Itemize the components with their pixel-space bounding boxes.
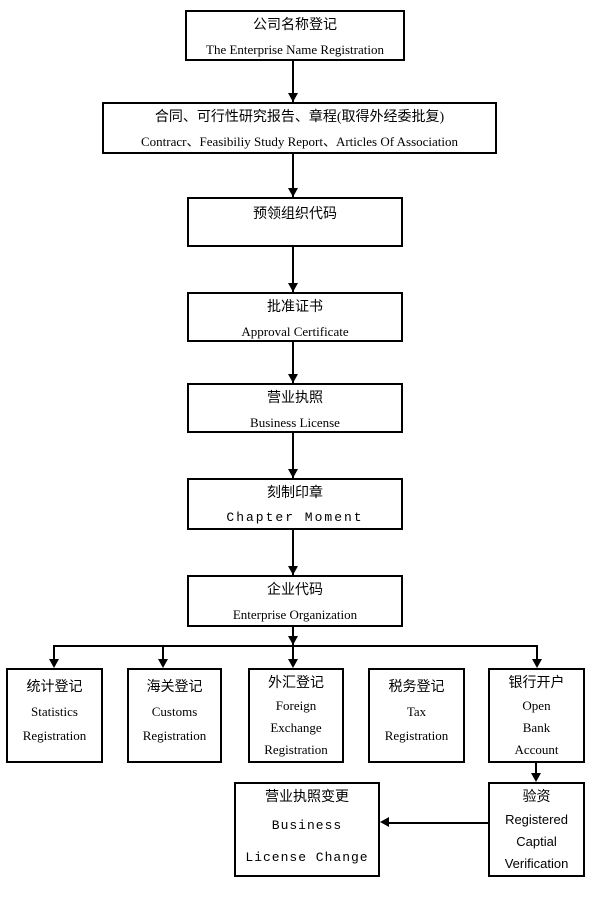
node-seal-cn: 刻制印章: [267, 486, 323, 501]
node-license-change-en-line2: License Change: [245, 850, 369, 865]
node-enterprise-code-en: Enterprise Organization: [232, 607, 358, 622]
connector-bank-to-verification: [535, 763, 537, 773]
arrowhead-bank-to-verification: [531, 773, 541, 782]
node-name-registration: 公司名称登记 The Enterprise Name Registration: [185, 10, 405, 61]
connector-branch-to-forex: [292, 647, 294, 659]
node-org-code: 预领组织代码: [187, 197, 403, 247]
node-tax-en-line2: Registration: [384, 728, 449, 743]
arrowhead-branch-to-forex: [288, 659, 298, 668]
node-business-license-cn: 营业执照: [267, 391, 323, 406]
node-enterprise-code: 企业代码 Enterprise Organization: [187, 575, 403, 627]
connector-branch-to-statistics: [53, 647, 55, 659]
connector-name-to-contract: [292, 61, 294, 102]
arrowhead-orgcode-to-approval: [288, 283, 298, 292]
connector-branch-to-bank: [536, 647, 538, 659]
node-bank-en-line1: Open: [522, 698, 551, 713]
connector-approval-to-license: [292, 342, 294, 383]
node-seal-en: Chapter Moment: [226, 510, 364, 525]
arrowhead-name-to-contract: [288, 93, 298, 102]
arrowhead-entcode-to-branchline: [288, 636, 298, 645]
node-bank-en-line2: Bank: [522, 720, 551, 735]
node-license-change-en-line1: Business: [271, 818, 343, 833]
node-license-change-cn: 营业执照变更: [265, 790, 349, 805]
node-approval: 批准证书 Approval Certificate: [187, 292, 403, 342]
node-statistics: 统计登记 Statistics Registration: [6, 668, 103, 763]
node-verification-en-line2: Captial: [516, 834, 557, 849]
arrowhead-contract-to-orgcode: [288, 188, 298, 197]
arrowhead-seal-to-entcode: [288, 566, 298, 575]
node-foreign-exchange-en-line3: Registration: [264, 742, 328, 757]
node-tax-cn: 税务登记: [388, 680, 445, 695]
node-contract: 合同、可行性研究报告、章程(取得外经委批复) Contracr、Feasibil…: [102, 102, 497, 154]
node-name-registration-en: The Enterprise Name Registration: [206, 42, 384, 57]
node-statistics-en-line2: Registration: [22, 728, 87, 743]
node-org-code-cn: 预领组织代码: [253, 207, 337, 222]
node-foreign-exchange-en-line2: Exchange: [270, 720, 322, 735]
node-seal: 刻制印章 Chapter Moment: [187, 478, 403, 530]
node-foreign-exchange-cn: 外汇登记: [268, 676, 324, 691]
node-name-registration-cn: 公司名称登记: [253, 18, 337, 33]
branch-line: [53, 645, 538, 647]
node-tax: 税务登记 Tax Registration: [368, 668, 465, 763]
node-business-license-en: Business License: [250, 415, 340, 430]
arrowhead-branch-to-statistics: [49, 659, 59, 668]
node-approval-cn: 批准证书: [267, 300, 323, 315]
node-foreign-exchange: 外汇登记 Foreign Exchange Registration: [248, 668, 344, 763]
node-customs-cn: 海关登记: [146, 680, 203, 695]
node-tax-en-line1: Tax: [406, 704, 427, 719]
node-bank-cn: 银行开户: [508, 676, 565, 691]
node-customs-en-line1: Customs: [151, 704, 198, 719]
node-customs: 海关登记 Customs Registration: [127, 668, 222, 763]
node-verification-en-line3: Verification: [504, 856, 569, 871]
node-approval-en: Approval Certificate: [241, 324, 349, 339]
node-foreign-exchange-en-line1: Foreign: [275, 698, 317, 713]
node-verification: 验资 Registered Captial Verification: [488, 782, 585, 877]
node-customs-en-line2: Registration: [142, 728, 207, 743]
connector-verification-to-licensechange: [389, 822, 488, 824]
arrowhead-branch-to-bank: [532, 659, 542, 668]
arrowhead-approval-to-license: [288, 374, 298, 383]
node-license-change: 营业执照变更 Business License Change: [234, 782, 380, 877]
node-contract-en: Contracr、Feasibiliy Study Report、Article…: [140, 134, 458, 149]
node-business-license: 营业执照 Business License: [187, 383, 403, 433]
arrowhead-verification-to-licensechange: [380, 817, 389, 827]
node-verification-cn: 验资: [522, 790, 551, 805]
connector-seal-to-entcode: [292, 530, 294, 575]
connector-branch-to-customs: [162, 647, 164, 659]
node-contract-cn: 合同、可行性研究报告、章程(取得外经委批复): [154, 110, 445, 125]
node-bank-en-line3: Account: [514, 742, 559, 757]
connector-contract-to-orgcode: [292, 154, 294, 197]
node-enterprise-code-cn: 企业代码: [267, 583, 323, 598]
node-bank: 银行开户 Open Bank Account: [488, 668, 585, 763]
node-statistics-cn: 统计登记: [26, 680, 83, 695]
connector-license-to-seal: [292, 433, 294, 478]
arrowhead-branch-to-customs: [158, 659, 168, 668]
node-statistics-en-line1: Statistics: [31, 704, 78, 719]
node-verification-en-line1: Registered: [505, 812, 568, 827]
connector-orgcode-to-approval: [292, 247, 294, 292]
arrowhead-license-to-seal: [288, 469, 298, 478]
